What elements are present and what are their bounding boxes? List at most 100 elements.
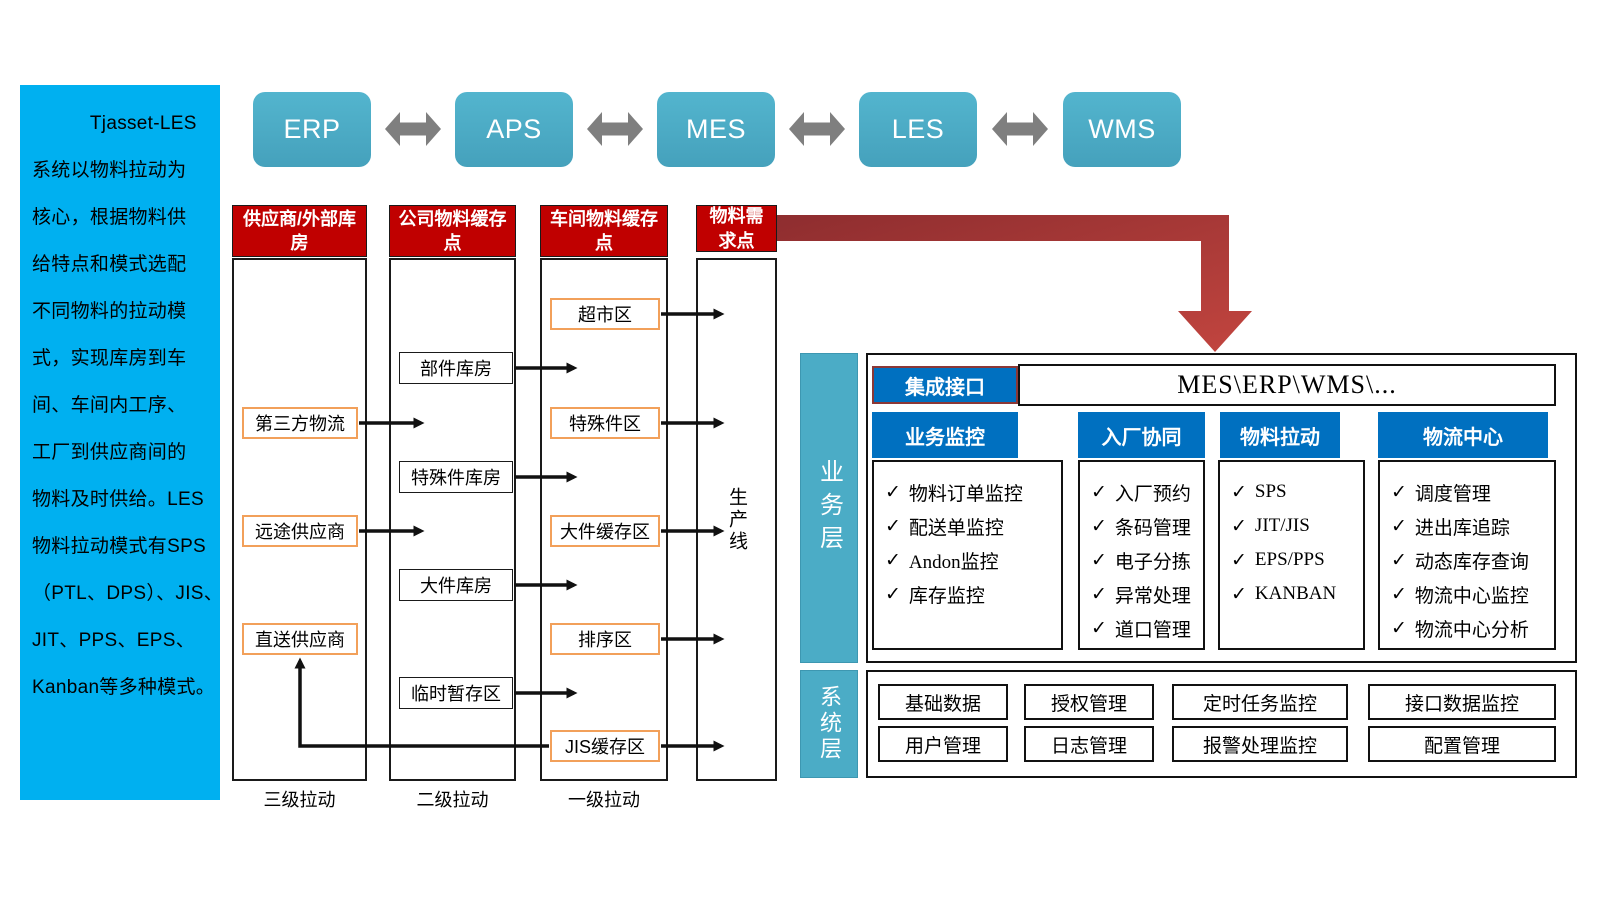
system-box-erp: ERP xyxy=(253,92,371,167)
check-icon: ✓ xyxy=(1391,617,1407,639)
system-module-user-management: 用户管理 xyxy=(878,726,1008,762)
check-icon: ✓ xyxy=(1391,549,1407,571)
module-item: ✓ 条码管理 xyxy=(1080,509,1203,543)
integration-systems-box: MES\ERP\WMS\... xyxy=(1018,364,1556,406)
module-item-label: KANBAN xyxy=(1254,583,1337,604)
system-layer-bar: 系统层 xyxy=(800,670,858,778)
module-item: ✓ 进出库追踪 xyxy=(1380,509,1554,543)
module-item: ✓ 入厂预约 xyxy=(1080,475,1203,509)
module-item-label: 物流中心监控 xyxy=(1414,585,1529,607)
module-item: ✓ Andon监控 xyxy=(874,543,1061,577)
flow-item-large-buffer-area: 大件缓存区 xyxy=(550,515,660,547)
check-icon: ✓ xyxy=(1091,549,1107,571)
system-module-scheduled-task-monitoring: 定时任务监控 xyxy=(1172,684,1348,720)
check-icon: ✓ xyxy=(1391,481,1407,503)
footer-tier1-pull: 一级拉动 xyxy=(568,790,640,810)
module-box-material-pull: ✓SPS ✓ JIT/JIS ✓ EPS/PPS ✓ KANBAN xyxy=(1218,460,1365,650)
column-header-company-buffer: 公司物料缓存点 xyxy=(389,205,516,257)
flow-item-direct-supplier: 直送供应商 xyxy=(242,623,358,655)
system-box-les: LES xyxy=(859,92,977,167)
module-item-label: 物料订单监控 xyxy=(908,483,1023,505)
flow-item-special-parts-warehouse: 特殊件库房 xyxy=(399,461,513,493)
footer-tier3-pull: 三级拉动 xyxy=(263,790,336,810)
flow-item-special-parts-area: 特殊件区 xyxy=(550,407,660,439)
integration-interface-label: 集成接口 xyxy=(872,366,1018,404)
demand-to-platform-arrow xyxy=(777,215,1252,352)
flow-item-third-party-logistics: 第三方物流 xyxy=(242,407,358,439)
column-body-demand-point: 生产线 xyxy=(696,258,777,781)
module-item: ✓SPS xyxy=(1220,475,1363,509)
check-icon: ✓ xyxy=(1231,481,1247,503)
module-item-label: 异常处理 xyxy=(1114,585,1191,607)
check-icon: ✓ xyxy=(1231,515,1247,537)
module-item: ✓ 物料订单监控 xyxy=(874,475,1061,509)
check-icon: ✓ xyxy=(1091,583,1107,605)
module-item: ✓ 道口管理 xyxy=(1080,611,1203,645)
system-module-interface-data-monitoring: 接口数据监控 xyxy=(1368,684,1556,720)
module-item-label: 物流中心分析 xyxy=(1414,619,1529,641)
module-item: ✓ EPS/PPS xyxy=(1220,543,1363,577)
module-item-label: Andon监控 xyxy=(908,551,999,573)
module-item: ✓ 调度管理 xyxy=(1380,475,1554,509)
flow-item-jis-buffer-area: JIS缓存区 xyxy=(550,730,660,762)
module-header-business-monitoring: 业务监控 xyxy=(872,412,1018,458)
check-icon: ✓ xyxy=(1391,515,1407,537)
check-icon: ✓ xyxy=(885,515,901,537)
module-item: ✓ JIT/JIS xyxy=(1220,509,1363,543)
module-item: ✓ 动态库存查询 xyxy=(1380,543,1554,577)
check-icon: ✓ xyxy=(885,583,901,605)
description-text: Tjasset-LES 系统以物料拉动为 核心，根据物料供 给特点和模式选配 不… xyxy=(32,113,224,698)
system-module-authorization: 授权管理 xyxy=(1024,684,1154,720)
flow-item-long-distance-supplier: 远途供应商 xyxy=(242,515,358,547)
module-item: ✓ 物流中心监控 xyxy=(1380,577,1554,611)
check-icon: ✓ xyxy=(1091,617,1107,639)
module-header-material-pull: 物料拉动 xyxy=(1220,412,1340,458)
module-item: ✓ 电子分拣 xyxy=(1080,543,1203,577)
module-item-label: 库存监控 xyxy=(908,585,985,607)
column-header-demand-point: 物料需求点 xyxy=(696,205,777,252)
module-item: ✓ 库存监控 xyxy=(874,577,1061,611)
system-module-log-management: 日志管理 xyxy=(1024,726,1154,762)
module-item: ✓ 配送单监控 xyxy=(874,509,1061,543)
module-item-label: 入厂预约 xyxy=(1114,483,1191,505)
flow-item-sequencing-area: 排序区 xyxy=(550,623,660,655)
check-icon: ✓ xyxy=(1091,515,1107,537)
module-item-label: 动态库存查询 xyxy=(1414,551,1529,573)
description-panel: Tjasset-LES 系统以物料拉动为 核心，根据物料供 给特点和模式选配 不… xyxy=(20,85,224,800)
flow-item-large-parts-warehouse: 大件库房 xyxy=(399,569,513,601)
system-module-configuration-management: 配置管理 xyxy=(1368,726,1556,762)
check-icon: ✓ xyxy=(1231,583,1247,605)
module-item-label: 条码管理 xyxy=(1114,517,1191,539)
footer-tier2-pull: 二级拉动 xyxy=(416,790,489,810)
check-icon: ✓ xyxy=(885,549,901,571)
check-icon: ✓ xyxy=(1091,481,1107,503)
column-header-supplier: 供应商/外部库房 xyxy=(232,205,367,257)
module-item: ✓ 物流中心分析 xyxy=(1380,611,1554,645)
flow-item-supermarket-area: 超市区 xyxy=(550,298,660,330)
check-icon: ✓ xyxy=(1231,549,1247,571)
module-header-inbound-collaboration: 入厂协同 xyxy=(1078,412,1205,458)
production-line-label: 生产线 xyxy=(726,486,747,553)
module-box-logistics-center: ✓ 调度管理 ✓ 进出库追踪 ✓ 动态库存查询 ✓ 物流中心监控 ✓ 物流中心分析 xyxy=(1378,460,1556,650)
flow-item-parts-warehouse: 部件库房 xyxy=(399,352,513,384)
module-item-label: 电子分拣 xyxy=(1114,551,1191,573)
system-box-wms: WMS xyxy=(1063,92,1181,167)
module-item-label: EPS/PPS xyxy=(1254,549,1325,570)
module-header-logistics-center: 物流中心 xyxy=(1378,412,1548,458)
flow-item-temporary-storage: 临时暂存区 xyxy=(399,677,513,709)
check-icon: ✓ xyxy=(885,481,901,503)
module-item: ✓ KANBAN xyxy=(1220,577,1363,611)
module-box-inbound-collaboration: ✓ 入厂预约 ✓ 条码管理 ✓ 电子分拣 ✓ 异常处理 ✓ 道口管理 xyxy=(1078,460,1205,650)
module-item-label: JIT/JIS xyxy=(1254,515,1310,536)
module-item-label: 配送单监控 xyxy=(908,517,1004,539)
system-module-basic-data: 基础数据 xyxy=(878,684,1008,720)
system-box-aps: APS xyxy=(455,92,573,167)
module-item-label: 进出库追踪 xyxy=(1414,517,1510,539)
module-item: ✓ 异常处理 xyxy=(1080,577,1203,611)
system-box-mes: MES xyxy=(657,92,775,167)
check-icon: ✓ xyxy=(1391,583,1407,605)
module-item-label: 道口管理 xyxy=(1114,619,1191,641)
module-item-label: 调度管理 xyxy=(1414,483,1491,505)
column-header-workshop-buffer: 车间物料缓存点 xyxy=(540,205,668,257)
